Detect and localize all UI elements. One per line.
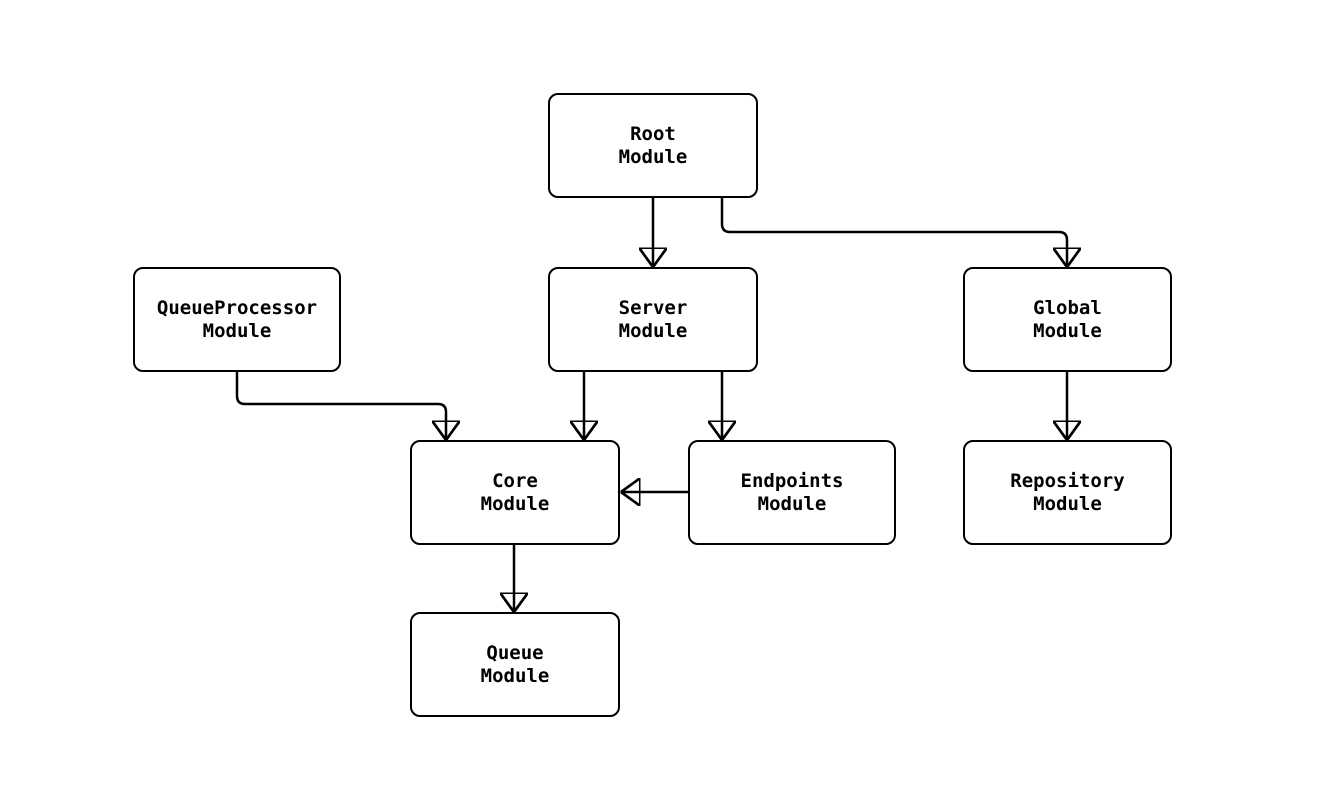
node-label-line1: Queue [486,641,544,664]
node-label-line2: Module [757,492,827,515]
node-label-line1: Global [1033,296,1102,319]
node-queue-module: Queue Module [410,612,620,717]
node-label-line2: Module [618,145,688,168]
node-label-line2: Module [1033,319,1102,342]
node-label-line1: QueueProcessor [156,296,318,319]
node-label-line2: Module [480,492,550,515]
edge-root-to-global [720,198,1067,266]
node-queueprocessor-module: QueueProcessor Module [133,267,341,372]
node-global-module: Global Module [963,267,1172,372]
node-core-module: Core Module [410,440,620,545]
node-repository-module: Repository Module [963,440,1172,545]
node-label-line1: Repository [1010,469,1125,492]
node-label-line2: Module [202,319,272,342]
node-label-line2: Module [1033,492,1102,515]
node-label-line1: Server [618,296,688,319]
node-server-module: Server Module [548,267,758,372]
edge-queueprocessor-to-core [235,372,446,439]
node-endpoints-module: Endpoints Module [688,440,896,545]
node-label-line2: Module [480,664,550,687]
node-label-line2: Module [618,319,688,342]
node-root-module: Root Module [548,93,758,198]
node-label-line1: Endpoints [740,469,844,492]
node-label-line1: Root [630,122,676,145]
node-label-line1: Core [492,469,538,492]
